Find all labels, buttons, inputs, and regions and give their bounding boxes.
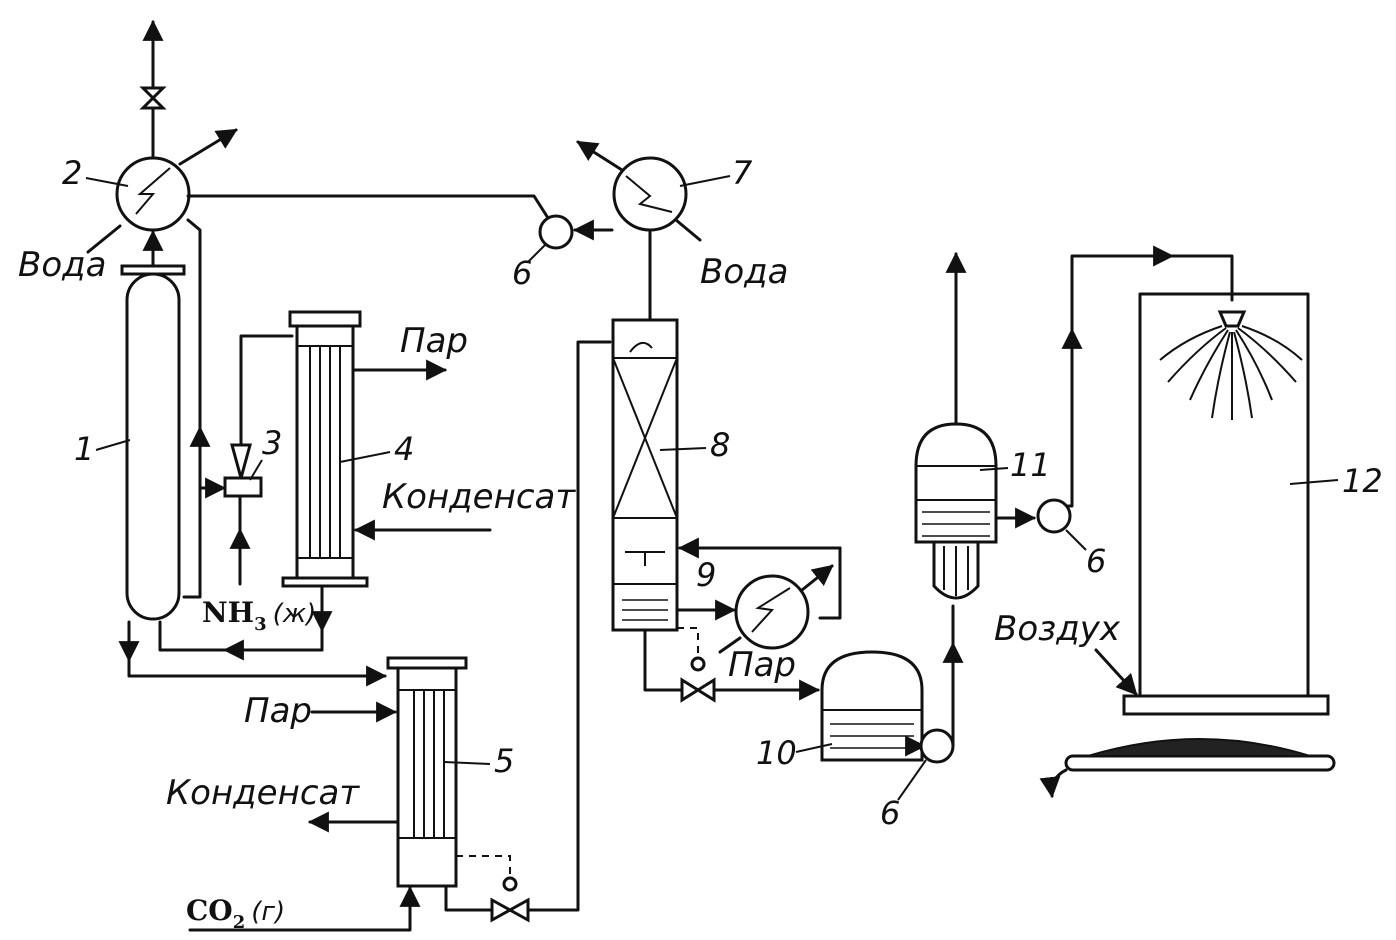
unit-number-7: 7: [732, 154, 753, 192]
unit-number-4: 4: [394, 430, 414, 468]
unit-number-3: 3: [262, 424, 282, 462]
reactor-1: [118, 218, 388, 687]
unit-number-9: 9: [696, 556, 716, 594]
condenser-2: [86, 19, 238, 268]
unit-number-6-top: 6: [512, 254, 532, 292]
air-inlet-label: Воздух: [994, 609, 1121, 649]
mixer-3: [223, 334, 294, 586]
unit-number-11: 11: [1010, 446, 1051, 484]
unit-number-1: 1: [74, 430, 94, 468]
heat-exchanger-4: [281, 310, 492, 633]
vent-valve-icon: [139, 86, 167, 110]
column-8: [611, 318, 842, 692]
co2-feed-label: CO2(г): [186, 894, 285, 933]
unit-number-6-right: 6: [1086, 542, 1106, 580]
condenser-7: [576, 140, 702, 322]
unit-number-5: 5: [494, 742, 514, 780]
control-valve-5-icon: [490, 340, 612, 923]
pump-6-right: [1036, 245, 1234, 534]
pump-6-top: [186, 194, 614, 250]
reboiler-9: [718, 564, 834, 654]
pump-6-bottom: [919, 604, 964, 764]
condensate-label-4: Конденсат: [382, 477, 576, 517]
control-valve-10-icon: [680, 656, 821, 703]
prilling-tower-12: [1039, 292, 1336, 799]
tank-10: [820, 650, 927, 762]
evaporator-11: [914, 251, 1037, 600]
water-inlet-label-7: Вода: [700, 252, 788, 292]
steam-label-9: Пар: [728, 645, 796, 685]
steam-inlet-label-5: Пар: [244, 691, 312, 731]
unit-number-10: 10: [756, 734, 797, 772]
steam-outlet-label-4: Пар: [400, 321, 468, 361]
unit-number-6-bottom: 6: [880, 794, 900, 832]
water-inlet-label-2: Вода: [18, 245, 106, 285]
decomposer-5: [188, 656, 511, 932]
unit-number-8: 8: [710, 426, 730, 464]
condensate-label-5: Конденсат: [166, 773, 360, 813]
unit-number-12: 12: [1342, 462, 1383, 500]
nh3-feed-label: NH3(ж): [202, 596, 316, 635]
unit-number-2: 2: [62, 154, 82, 192]
